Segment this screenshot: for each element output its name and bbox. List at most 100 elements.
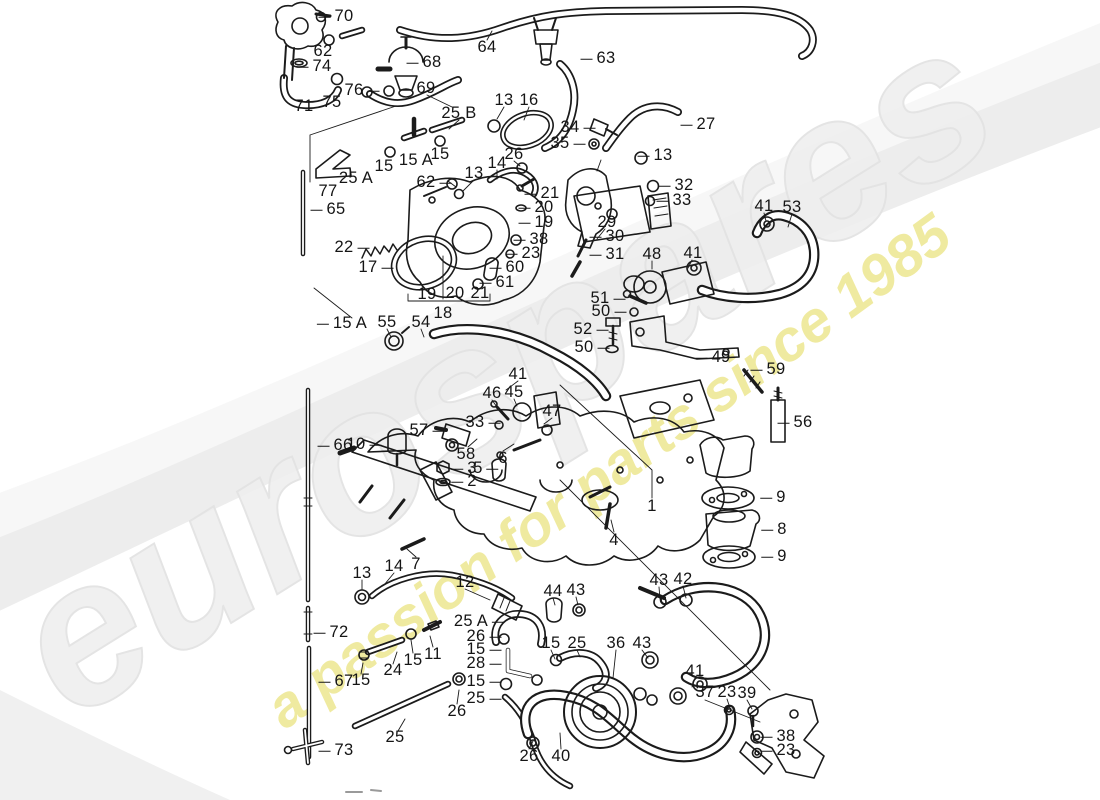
leader-dash — [296, 66, 309, 68]
part-number-label: 3 — [451, 460, 476, 477]
leader-dash — [310, 209, 323, 211]
part-number-label: 49 — [695, 349, 731, 366]
part-number-label: 59 — [750, 361, 786, 378]
part-number-label: 18 — [433, 303, 453, 322]
part-number-label: 15 — [403, 650, 423, 669]
leader-dash — [317, 445, 330, 447]
part-number-label: 15 — [467, 641, 502, 658]
part-number-label: 30 — [589, 228, 625, 245]
part-number-label: 5 — [473, 460, 499, 477]
leader-dash — [357, 247, 370, 249]
throttle-actuator — [573, 185, 672, 243]
intake-manifold — [337, 326, 755, 566]
gasket-and-fittings — [315, 109, 554, 200]
lines-bottom-left — [283, 497, 586, 766]
leader-dash — [761, 556, 774, 558]
leader-lines — [309, 30, 793, 750]
leader-dash — [760, 497, 773, 499]
leader-dash — [369, 444, 382, 446]
part-number-label: 65 — [310, 201, 346, 218]
check-valve-assembly — [275, 1, 344, 86]
part-number-label: 41 — [683, 243, 703, 262]
part-number-label: 41 — [754, 196, 774, 215]
part-number-label: 70 — [318, 8, 354, 25]
leader-dash — [761, 529, 774, 531]
part-number-label: 20 — [445, 283, 465, 302]
part-number-label: 21 — [524, 185, 560, 202]
part-number-label: 25 A — [338, 168, 374, 187]
leader-dash — [318, 16, 331, 18]
part-number-label: 54 — [411, 312, 431, 331]
leader-dash — [505, 253, 518, 255]
leader-dash — [637, 155, 650, 157]
control-valve — [564, 118, 660, 278]
small-hardware — [387, 391, 561, 487]
part-number-label: 39 — [737, 683, 757, 702]
part-number-label: 64 — [477, 37, 497, 56]
leader-dash — [451, 481, 464, 483]
part-number-label: 1 — [647, 496, 657, 515]
part-number-label: 13 — [352, 563, 372, 582]
leader-dash — [613, 298, 626, 300]
leader-dash — [760, 750, 773, 752]
part-number-label: 51 — [591, 290, 626, 307]
part-number-label: 37 — [695, 682, 715, 701]
throttle-body — [361, 175, 546, 306]
part-number-label: 61 — [479, 274, 515, 291]
part-number-label: 13 — [637, 147, 673, 164]
leader-dash — [316, 323, 329, 325]
leader-dash — [486, 468, 499, 470]
part-number-label: 36 — [606, 633, 626, 652]
part-number-label: 17 — [359, 259, 394, 276]
part-number-label: 19 — [518, 214, 554, 231]
part-number-label: 15 A — [398, 150, 434, 169]
part-number-label: 43 — [632, 633, 652, 652]
watermark-swoosh — [0, 23, 1100, 800]
leader-dash — [518, 207, 531, 209]
part-number-label: 2 — [451, 473, 476, 490]
part-number-label: 16 — [519, 90, 539, 109]
part-number-label: 73 — [318, 742, 354, 759]
solenoid-valve-bracket — [605, 216, 786, 443]
part-number-label: 77 — [318, 181, 338, 200]
part-number-label: 47 — [542, 401, 562, 420]
part-number-label: 28 — [467, 655, 502, 672]
air-pump — [526, 586, 825, 779]
part-number-label: 35 — [551, 135, 586, 152]
part-number-label: 43 — [649, 570, 669, 589]
part-number-label: 26 — [519, 746, 539, 765]
leader-dash — [313, 632, 326, 634]
part-number-label: 43 — [566, 580, 586, 599]
part-number-label: 45 — [504, 382, 524, 401]
leader-dash — [680, 124, 693, 126]
leader-dash — [489, 636, 502, 638]
leader-dash — [432, 430, 445, 432]
part-number-label: 25 — [567, 633, 587, 652]
part-number-label: 44 — [543, 581, 563, 600]
part-number-label: 9 — [761, 548, 786, 565]
part-number-label: 67 — [318, 673, 354, 690]
part-number-label: 20 — [518, 199, 554, 216]
part-number-label: 32 — [658, 177, 694, 194]
part-number-label: 58 — [456, 444, 476, 463]
leader-dash — [589, 254, 602, 256]
part-number-label: 48 — [642, 244, 662, 263]
part-number-label: 33 — [466, 414, 501, 431]
part-number-label: 25 — [467, 690, 502, 707]
part-number-label: 55 — [377, 312, 397, 331]
part-number-label: 50 — [575, 339, 610, 356]
part-number-label: 76 — [345, 82, 380, 99]
leader-dash — [524, 193, 537, 195]
leader-dash — [596, 329, 609, 331]
leader-dash — [406, 62, 419, 64]
leader-dash — [489, 267, 502, 269]
part-number-label: 29 — [597, 212, 617, 231]
part-number-label: 4 — [609, 530, 619, 549]
part-number-label: 24 — [383, 660, 403, 679]
leader-dash — [492, 621, 505, 623]
leader-dash — [658, 185, 671, 187]
part-number-label: 14 — [487, 153, 507, 172]
part-number-label: 42 — [673, 569, 693, 588]
part-number-label: 62 — [313, 41, 333, 60]
